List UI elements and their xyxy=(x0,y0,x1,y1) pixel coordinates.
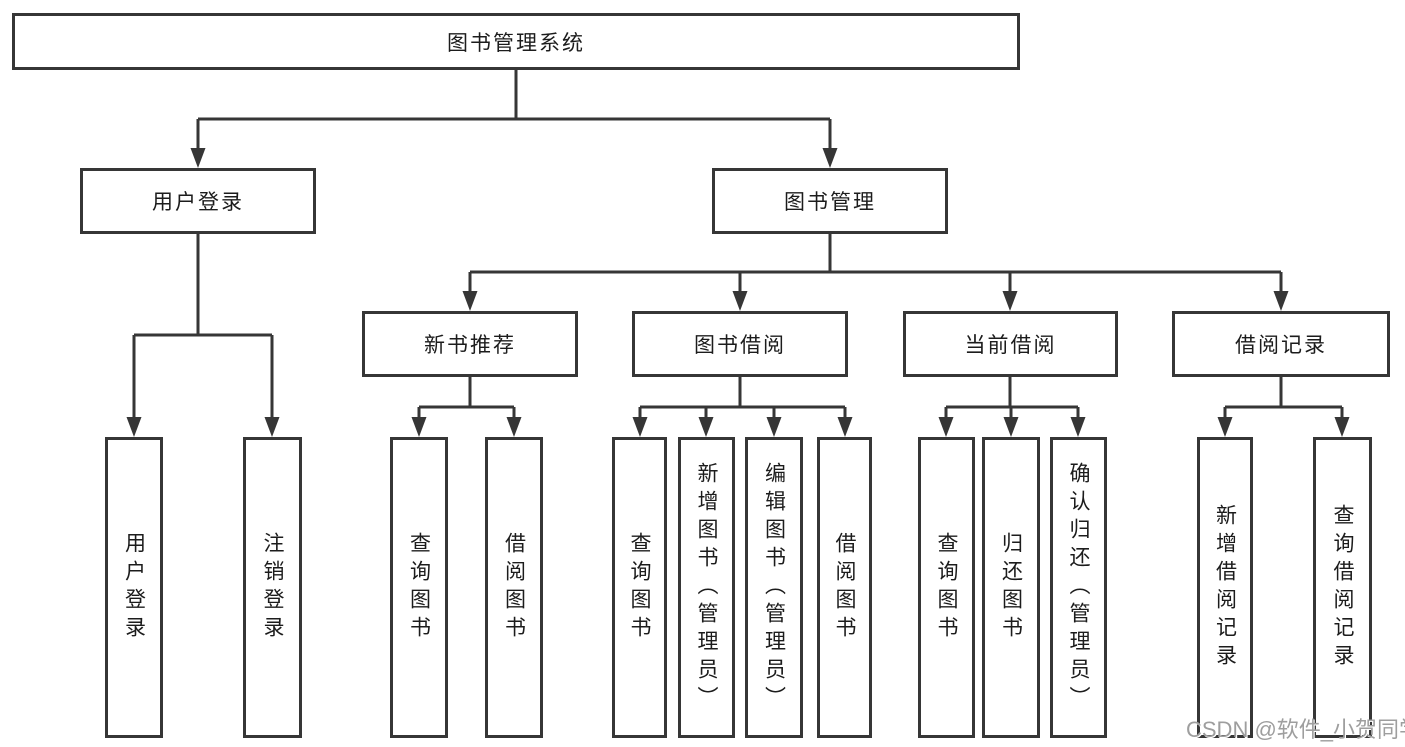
arrowhead-icon xyxy=(411,417,427,437)
node-current-borrowing: 当前借阅 xyxy=(903,311,1118,377)
node-borrowing-records-label: 借阅记录 xyxy=(1235,334,1327,357)
leaf-logout-label: 注销登录 xyxy=(261,531,285,644)
arrowhead-icon xyxy=(1002,291,1018,311)
leaf-logout: 注销登录 xyxy=(243,437,302,738)
csdn-watermark: CSDN @软件_小贺同学 xyxy=(1186,717,1405,742)
leaf-user-login-label: 用户登录 xyxy=(122,531,146,644)
arrowhead-icon xyxy=(1003,417,1019,437)
leaf-query-books-3: 查询图书 xyxy=(918,437,975,738)
leaf-borrow-books-1-label: 借阅图书 xyxy=(502,531,526,644)
leaf-query-borrow-record: 查询借阅记录 xyxy=(1313,437,1372,738)
node-user-login-label: 用户登录 xyxy=(152,191,244,214)
node-library-system: 图书管理系统 xyxy=(12,13,1020,70)
node-user-login: 用户登录 xyxy=(80,168,316,234)
leaf-confirm-return-admin-label: 确认归还（管理员） xyxy=(1067,461,1091,714)
arrowhead-icon xyxy=(822,148,838,168)
leaf-add-borrow-record-label: 新增借阅记录 xyxy=(1213,503,1237,672)
leaf-borrow-books-2: 借阅图书 xyxy=(817,437,872,738)
leaf-query-books-3-label: 查询图书 xyxy=(935,531,959,644)
leaf-user-login: 用户登录 xyxy=(105,437,163,738)
leaf-confirm-return-admin: 确认归还（管理员） xyxy=(1050,437,1107,738)
arrowhead-icon xyxy=(1334,417,1350,437)
arrowhead-icon xyxy=(766,417,782,437)
arrowhead-icon xyxy=(837,417,853,437)
leaf-add-borrow-record: 新增借阅记录 xyxy=(1197,437,1253,738)
arrowhead-icon xyxy=(190,148,206,168)
node-library-system-label: 图书管理系统 xyxy=(447,31,585,55)
node-borrowing-records: 借阅记录 xyxy=(1172,311,1390,377)
node-new-book-recommend-label: 新书推荐 xyxy=(424,334,516,357)
leaf-query-books-2: 查询图书 xyxy=(612,437,667,738)
leaf-edit-book-admin: 编辑图书（管理员） xyxy=(745,437,803,738)
leaf-query-borrow-record-label: 查询借阅记录 xyxy=(1331,503,1355,672)
arrowhead-icon xyxy=(698,417,714,437)
leaf-query-books-1: 查询图书 xyxy=(390,437,448,738)
arrowhead-icon xyxy=(938,417,954,437)
arrowhead-icon xyxy=(126,417,142,437)
leaf-borrow-books-1: 借阅图书 xyxy=(485,437,543,738)
arrowhead-icon xyxy=(506,417,522,437)
leaf-query-books-1-label: 查询图书 xyxy=(407,531,431,644)
arrowhead-icon xyxy=(632,417,648,437)
arrowhead-icon xyxy=(1217,417,1233,437)
node-book-management: 图书管理 xyxy=(712,168,948,234)
arrowhead-icon xyxy=(732,291,748,311)
leaf-borrow-books-2-label: 借阅图书 xyxy=(833,531,857,644)
leaf-edit-book-admin-label: 编辑图书（管理员） xyxy=(762,461,786,714)
leaf-return-books: 归还图书 xyxy=(982,437,1040,738)
arrowhead-icon xyxy=(462,291,478,311)
arrowhead-icon xyxy=(1273,291,1289,311)
node-current-borrowing-label: 当前借阅 xyxy=(964,334,1057,357)
node-new-book-recommend: 新书推荐 xyxy=(362,311,578,377)
leaf-query-books-2-label: 查询图书 xyxy=(628,531,652,644)
node-book-management-label: 图书管理 xyxy=(784,191,876,214)
leaf-add-book-admin-label: 新增图书（管理员） xyxy=(695,461,719,714)
leaf-add-book-admin: 新增图书（管理员） xyxy=(678,437,735,738)
node-book-borrowing: 图书借阅 xyxy=(632,311,848,377)
arrowhead-icon xyxy=(264,417,280,437)
node-book-borrowing-label: 图书借阅 xyxy=(694,334,786,357)
leaf-return-books-label: 归还图书 xyxy=(999,531,1023,644)
arrowhead-icon xyxy=(1070,417,1086,437)
